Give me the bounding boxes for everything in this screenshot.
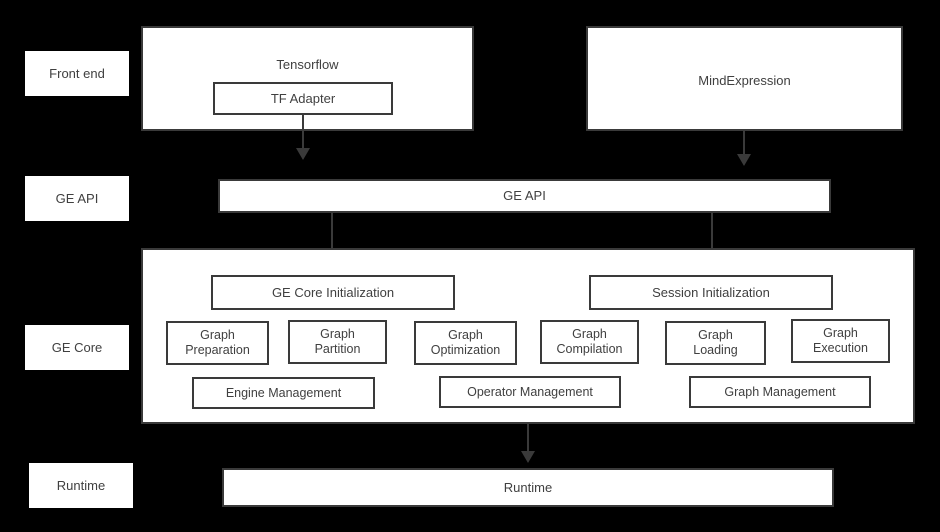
manager-graph-management-label: Graph Management — [724, 384, 836, 399]
stage-label-runtime: Runtime — [29, 463, 133, 508]
module-graph-preparation[interactable]: Graph Preparation — [166, 321, 269, 365]
module-graph-preparation-label: Graph Preparation — [185, 328, 250, 357]
manager-operator-management[interactable]: Operator Management — [439, 376, 621, 408]
module-graph-optimization-label: Graph Optimization — [430, 328, 501, 357]
module-graph-loading[interactable]: Graph Loading — [665, 321, 766, 365]
tf-adapter-label: TF Adapter — [270, 90, 336, 106]
module-graph-compilation-label: Graph Compilation — [556, 327, 623, 356]
stage-label-front-end-text: Front end — [49, 66, 105, 81]
mindexpression-panel: MindExpression — [586, 26, 903, 131]
module-graph-execution-label: Graph Execution — [813, 326, 868, 355]
arrow-tf-adapter-to-ge-api-head — [296, 148, 310, 160]
session-initialization-box[interactable]: Session Initialization — [589, 275, 833, 310]
runtime-bar[interactable]: Runtime — [222, 468, 834, 507]
arrow-mindexpression-to-ge-api-head — [737, 154, 751, 166]
ge-core-initialization-box[interactable]: GE Core Initialization — [211, 275, 455, 310]
ge-api-bar-label: GE API — [503, 188, 546, 204]
ge-core-initialization-label: GE Core Initialization — [271, 284, 395, 300]
stage-label-ge-core: GE Core — [25, 325, 129, 370]
tf-adapter-box[interactable]: TF Adapter — [213, 82, 393, 115]
arrow-tf-adapter-to-ge-api-line — [302, 115, 304, 150]
ge-api-bar[interactable]: GE API — [218, 179, 831, 213]
arrow-ge-api-to-session-init-line — [711, 213, 713, 251]
module-graph-partition-label: Graph Partition — [314, 327, 361, 356]
arrow-ge-core-to-runtime-line — [527, 424, 529, 453]
stage-label-front-end: Front end — [25, 51, 129, 96]
stage-label-runtime-text: Runtime — [56, 478, 106, 493]
session-initialization-label: Session Initialization — [652, 284, 770, 300]
arrow-ge-api-to-core-init-line — [331, 213, 333, 251]
stage-label-ge-api: GE API — [25, 176, 129, 221]
tensorflow-panel: Tensorflow — [141, 26, 474, 131]
stage-label-ge-api-text: GE API — [55, 191, 99, 206]
module-graph-execution[interactable]: Graph Execution — [791, 319, 890, 363]
manager-engine-management[interactable]: Engine Management — [192, 377, 375, 409]
stage-label-ge-core-text: GE Core — [51, 340, 103, 355]
tensorflow-panel-title: Tensorflow — [276, 57, 339, 72]
manager-operator-management-label: Operator Management — [467, 384, 593, 399]
module-graph-partition[interactable]: Graph Partition — [288, 320, 387, 364]
runtime-bar-label: Runtime — [503, 479, 553, 495]
module-graph-compilation[interactable]: Graph Compilation — [540, 320, 639, 364]
arrow-mindexpression-to-ge-api-line — [743, 131, 745, 156]
manager-graph-management[interactable]: Graph Management — [689, 376, 871, 408]
arrow-ge-core-to-runtime-head — [521, 451, 535, 463]
module-graph-optimization[interactable]: Graph Optimization — [414, 321, 517, 365]
manager-engine-management-label: Engine Management — [225, 385, 342, 400]
module-graph-loading-label: Graph Loading — [693, 328, 738, 357]
mindexpression-panel-title: MindExpression — [698, 73, 791, 88]
